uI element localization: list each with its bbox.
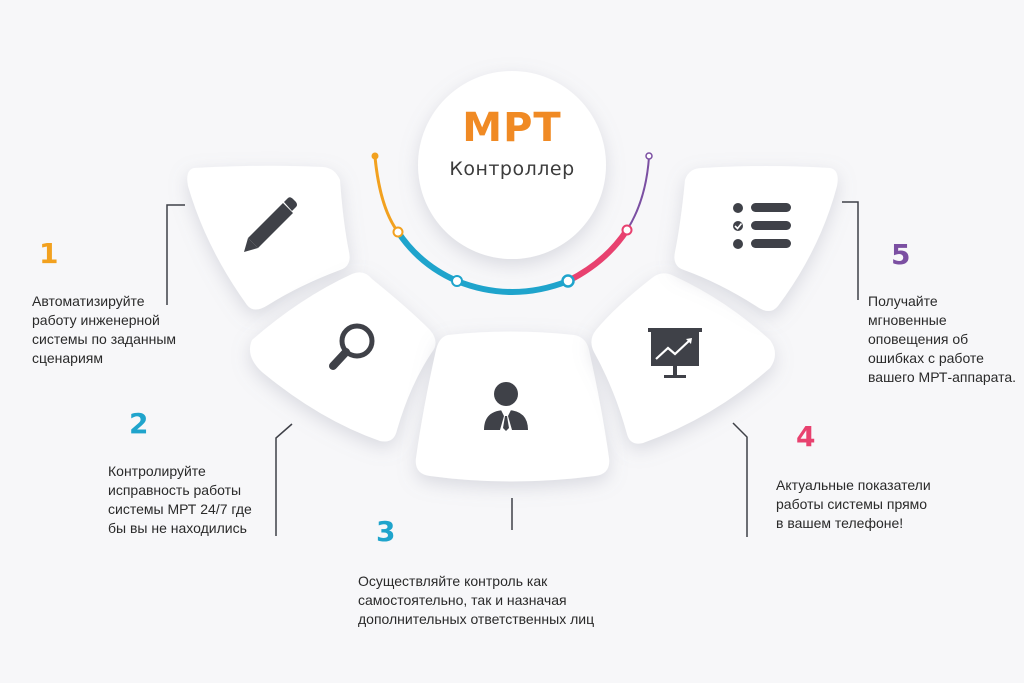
step-number-1: 1	[39, 237, 59, 270]
magnifier-icon	[329, 323, 375, 370]
arc-node-1	[392, 226, 404, 238]
manager-icon	[484, 382, 528, 434]
arc-segment-pink	[565, 227, 630, 284]
step-text-5: Получайте мгновенные оповещения об ошибк…	[868, 293, 1017, 385]
connector-4	[732, 422, 748, 537]
step-number-2: 2	[129, 407, 149, 440]
arc-dot-top-left	[371, 152, 379, 160]
card-3	[415, 331, 610, 482]
step-text-1: Автоматизируйте работу инженерной систем…	[32, 293, 177, 366]
chart-screen-icon	[648, 328, 702, 378]
center-title: МРТ	[462, 105, 562, 151]
arc-dot-top-right	[645, 152, 653, 160]
step-number-4: 4	[796, 420, 816, 453]
card-5	[674, 166, 838, 311]
center-circle	[418, 71, 606, 259]
connector-2	[275, 423, 293, 536]
card-1	[187, 165, 350, 310]
arc-segment-purple	[626, 156, 650, 231]
connector-5	[842, 201, 859, 300]
step-text-3: Осуществляйте контроль как самостоятельн…	[358, 573, 595, 627]
center-subtitle: Контроллер	[449, 158, 575, 180]
checklist-icon	[733, 203, 791, 249]
connector-1	[166, 204, 185, 305]
arc-node-4	[621, 224, 633, 236]
step-text-2: Контролируйте исправность работы системы…	[108, 463, 252, 536]
step-text-4: Актуальные показатели работы системы пря…	[776, 477, 931, 531]
arc-node-2	[451, 275, 463, 287]
arc-node-3	[561, 274, 575, 288]
pencil-icon	[244, 197, 297, 252]
connector-lines	[166, 201, 859, 537]
arc-segment-orange	[373, 155, 400, 234]
step-number-5: 5	[891, 238, 911, 271]
step-number-3: 3	[376, 515, 396, 548]
